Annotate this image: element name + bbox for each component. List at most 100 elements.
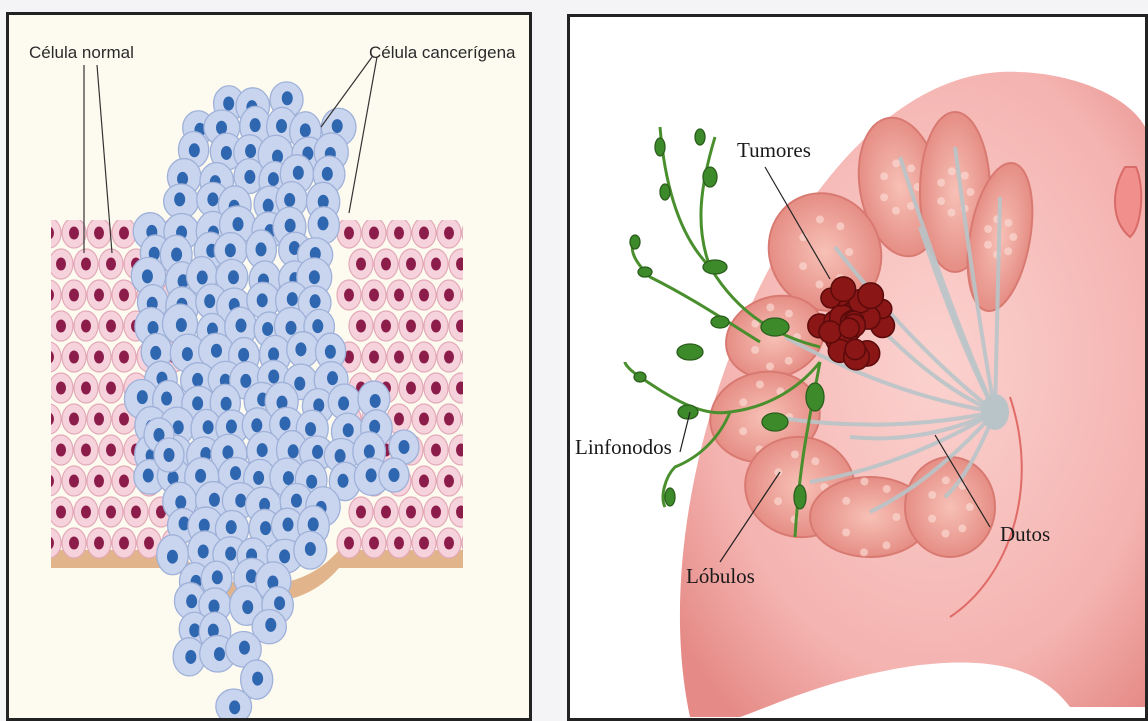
normal-cell (37, 342, 61, 372)
normal-cell (62, 528, 86, 558)
tumor-nodule (845, 339, 865, 359)
normal-cell (87, 342, 111, 372)
normal-cell (437, 342, 461, 372)
normal-cell (49, 311, 73, 341)
normal-cell (74, 497, 98, 527)
lymph-node (630, 235, 640, 249)
normal-cell (449, 435, 473, 465)
normal-cell (437, 280, 461, 310)
label-lobules: Lóbulos (686, 564, 755, 588)
normal-cell (374, 311, 398, 341)
duct-convergence (981, 394, 1009, 430)
normal-cell (399, 249, 423, 279)
label-normal-cell: Célula normal (29, 43, 134, 62)
normal-cell (112, 342, 136, 372)
normal-cell (337, 528, 361, 558)
lymph-node (703, 167, 717, 187)
normal-cell (374, 249, 398, 279)
lobule (905, 457, 995, 557)
normal-cell (462, 404, 486, 434)
normal-cell (74, 435, 98, 465)
normal-cell (424, 435, 448, 465)
cancer-cell-diagram: Célula normal Célula cancerígena (6, 12, 532, 721)
normal-cell (74, 249, 98, 279)
normal-cell (99, 311, 123, 341)
breast-anatomy-diagram: Tumores Linfonodos Lóbulos Dutos (567, 14, 1148, 721)
lymph-node (762, 413, 788, 431)
normal-cell (424, 249, 448, 279)
cancer-cell-illustration: Célula normal Célula cancerígena (9, 15, 529, 718)
normal-cell (374, 497, 398, 527)
normal-cell (387, 528, 411, 558)
normal-cell (37, 218, 61, 248)
normal-cell (399, 497, 423, 527)
label-lymph-nodes: Linfonodos (575, 435, 672, 459)
lymph-node (695, 129, 705, 145)
lymph-node (761, 318, 789, 336)
normal-cell (37, 280, 61, 310)
normal-cell (362, 218, 386, 248)
lymph-node (678, 405, 698, 419)
normal-cell (449, 311, 473, 341)
cancer-cell (154, 438, 184, 472)
normal-cell (37, 466, 61, 496)
normal-cell (349, 311, 373, 341)
lymph-node (806, 383, 824, 411)
normal-cell (399, 311, 423, 341)
normal-cell (62, 342, 86, 372)
lymph-node (634, 372, 646, 382)
normal-cell (49, 497, 73, 527)
normal-cell (462, 466, 486, 496)
normal-cell (99, 497, 123, 527)
normal-cell (349, 249, 373, 279)
breast-anatomy-illustration: Tumores Linfonodos Lóbulos Dutos (570, 17, 1145, 718)
tumor-nodule (839, 318, 859, 338)
normal-cell (112, 528, 136, 558)
normal-cell (124, 497, 148, 527)
normal-cell (87, 218, 111, 248)
normal-cell (399, 373, 423, 403)
normal-cell (474, 249, 498, 279)
cancer-cell (216, 689, 252, 718)
normal-cell (49, 249, 73, 279)
normal-cell (337, 280, 361, 310)
normal-cell (87, 280, 111, 310)
normal-cell (437, 466, 461, 496)
normal-cell (412, 218, 436, 248)
lymph-node (711, 316, 729, 328)
normal-cell (474, 311, 498, 341)
normal-cell (362, 528, 386, 558)
normal-cell (362, 342, 386, 372)
normal-cell (112, 218, 136, 248)
normal-cell (462, 218, 486, 248)
normal-cell (362, 280, 386, 310)
normal-cell (387, 342, 411, 372)
normal-cell (424, 373, 448, 403)
tumor-nodule (858, 283, 883, 308)
normal-cell (474, 497, 498, 527)
lymph-node (660, 184, 670, 200)
normal-cell (437, 218, 461, 248)
label-cancer-cell: Célula cancerígena (369, 43, 516, 62)
normal-cell (99, 373, 123, 403)
normal-cell (349, 497, 373, 527)
normal-cell (49, 435, 73, 465)
normal-cell (462, 342, 486, 372)
normal-cell (62, 218, 86, 248)
normal-cell (87, 466, 111, 496)
normal-cell (74, 311, 98, 341)
normal-cell (112, 466, 136, 496)
normal-cell (62, 404, 86, 434)
normal-cell (112, 280, 136, 310)
normal-cell (99, 435, 123, 465)
normal-cell (387, 280, 411, 310)
normal-cell (449, 497, 473, 527)
normal-cell (37, 404, 61, 434)
cancer-cell (287, 332, 319, 368)
label-tumors: Tumores (737, 138, 811, 162)
lymph-node (638, 267, 652, 277)
normal-cell (412, 280, 436, 310)
tumor-nodule (831, 277, 856, 302)
normal-cell (437, 528, 461, 558)
normal-cell (62, 466, 86, 496)
